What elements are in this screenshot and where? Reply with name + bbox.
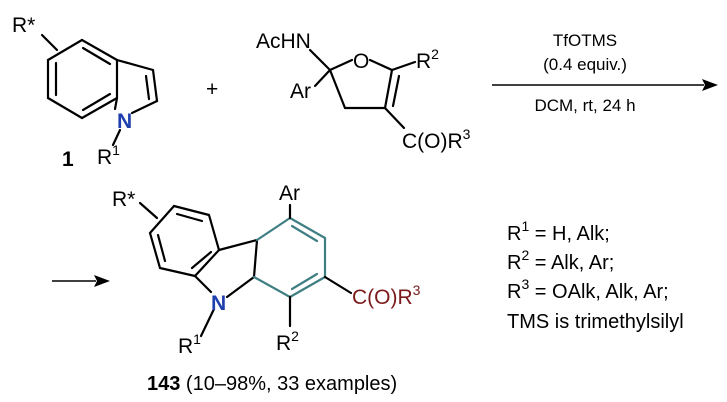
tms-note: TMS is trimethylsilyl <box>507 311 684 333</box>
reaction-arrow <box>492 79 718 91</box>
furan-oxygen-label: O <box>353 50 369 73</box>
solvent-time-label: DCM, rt, 24 h <box>534 96 635 115</box>
furan-r2-label: R2 <box>416 46 439 73</box>
dihydrofuran-structure: AcHN O Ar R2 C(O)R3 <box>256 30 471 153</box>
indole-r-star-label: R* <box>12 14 35 37</box>
indole-structure: R* N R1 1 <box>12 14 159 171</box>
reagent-label: TfOTMS <box>553 31 617 50</box>
product-nitrogen-label: N <box>211 292 226 315</box>
substituent-definitions: R1 = H, Alk; R2 = Alk, Ar; R3 = OAlk, Al… <box>507 218 684 333</box>
product-aryl-label: Ar <box>279 182 300 205</box>
product-r2-label: R2 <box>276 328 299 355</box>
product-bonds <box>138 201 353 338</box>
carbazole-product-structure: R* Ar N R1 R2 C(O)R3 143 (10–98%, 33 exa… <box>112 182 421 395</box>
compound-143-number: 143 <box>147 373 180 395</box>
r3-definition: R3 = OAlk, Alk, Ar; <box>507 276 669 303</box>
product-caption: 143 (10–98%, 33 examples) <box>147 373 397 395</box>
product-ester-label: C(O)R3 <box>352 282 421 309</box>
product-r1-label: R1 <box>178 331 201 358</box>
dihydrofuran-bonds <box>308 48 417 130</box>
continuation-arrow <box>52 275 110 287</box>
acetamido-label: AcHN <box>256 30 311 53</box>
product-r-star-label: R* <box>112 188 135 211</box>
reagent-amount-label: (0.4 equiv.) <box>543 55 627 74</box>
indole-nitrogen-label: N <box>117 110 132 133</box>
furan-aryl-label: Ar <box>290 80 311 103</box>
reaction-conditions: TfOTMS (0.4 equiv.) DCM, rt, 24 h <box>534 31 635 115</box>
furan-ester-label: C(O)R3 <box>402 126 471 153</box>
plus-sign: + <box>206 78 218 101</box>
compound-1-number: 1 <box>62 148 74 171</box>
r2-definition: R2 = Alk, Ar; <box>507 247 614 274</box>
r1-definition: R1 = H, Alk; <box>507 218 610 245</box>
indole-bonds <box>40 33 159 147</box>
indole-r1-label: R1 <box>97 142 120 169</box>
